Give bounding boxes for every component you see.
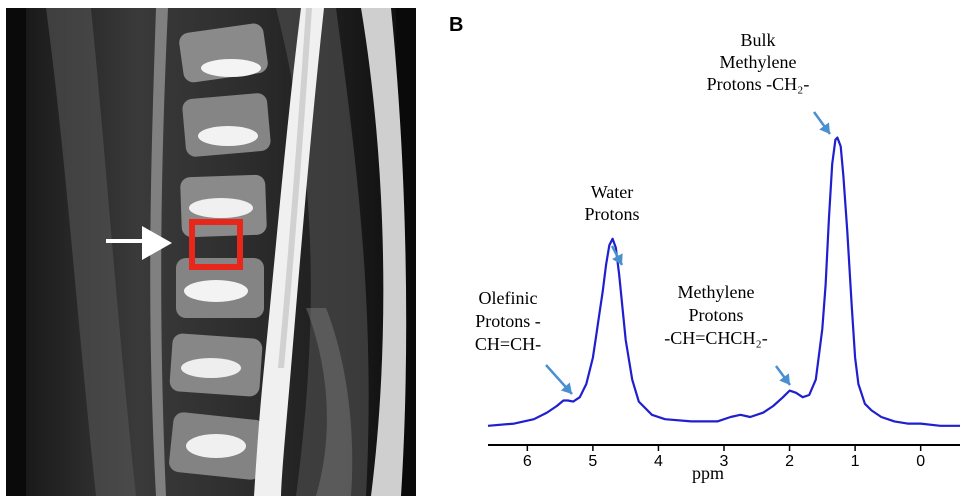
x-tick-label: 4 xyxy=(654,453,663,470)
x-tick-label: 1 xyxy=(851,453,860,470)
annotation-arrowhead xyxy=(560,382,572,394)
annotation-label: Protons xyxy=(584,204,639,224)
annotation-arrowhead xyxy=(819,122,830,134)
annotation-label: Protons - xyxy=(475,311,541,331)
annotation-label: Water xyxy=(591,182,634,202)
annotation-label: Protons -CH₂- xyxy=(707,74,810,94)
roi-box xyxy=(189,219,243,270)
x-tick-label: 6 xyxy=(523,453,532,470)
spectrum-line xyxy=(487,136,960,427)
annotation-label: Bulk xyxy=(740,30,775,50)
x-tick-label: 2 xyxy=(785,453,794,470)
mri-image xyxy=(6,8,416,496)
annotation-label: Methylene xyxy=(720,52,797,72)
x-tick-label: 0 xyxy=(916,453,925,470)
discs xyxy=(181,59,261,458)
annotation-label: -CH=CHCH₂- xyxy=(664,328,767,348)
x-tick-label: 5 xyxy=(588,453,597,470)
panel-b-label: B xyxy=(449,14,464,36)
annotation-label: CH=CH- xyxy=(475,334,541,354)
annotation-label: Protons xyxy=(688,305,743,325)
annotation-label: Methylene xyxy=(678,282,755,302)
annotation-arrowhead xyxy=(779,373,790,385)
annotation-arrowhead xyxy=(612,253,623,265)
x-tick-label: 3 xyxy=(720,453,729,470)
pointer-arrow xyxy=(106,226,172,260)
x-axis-label: ppm xyxy=(692,463,724,483)
annotation-label: Olefinic xyxy=(479,288,538,308)
